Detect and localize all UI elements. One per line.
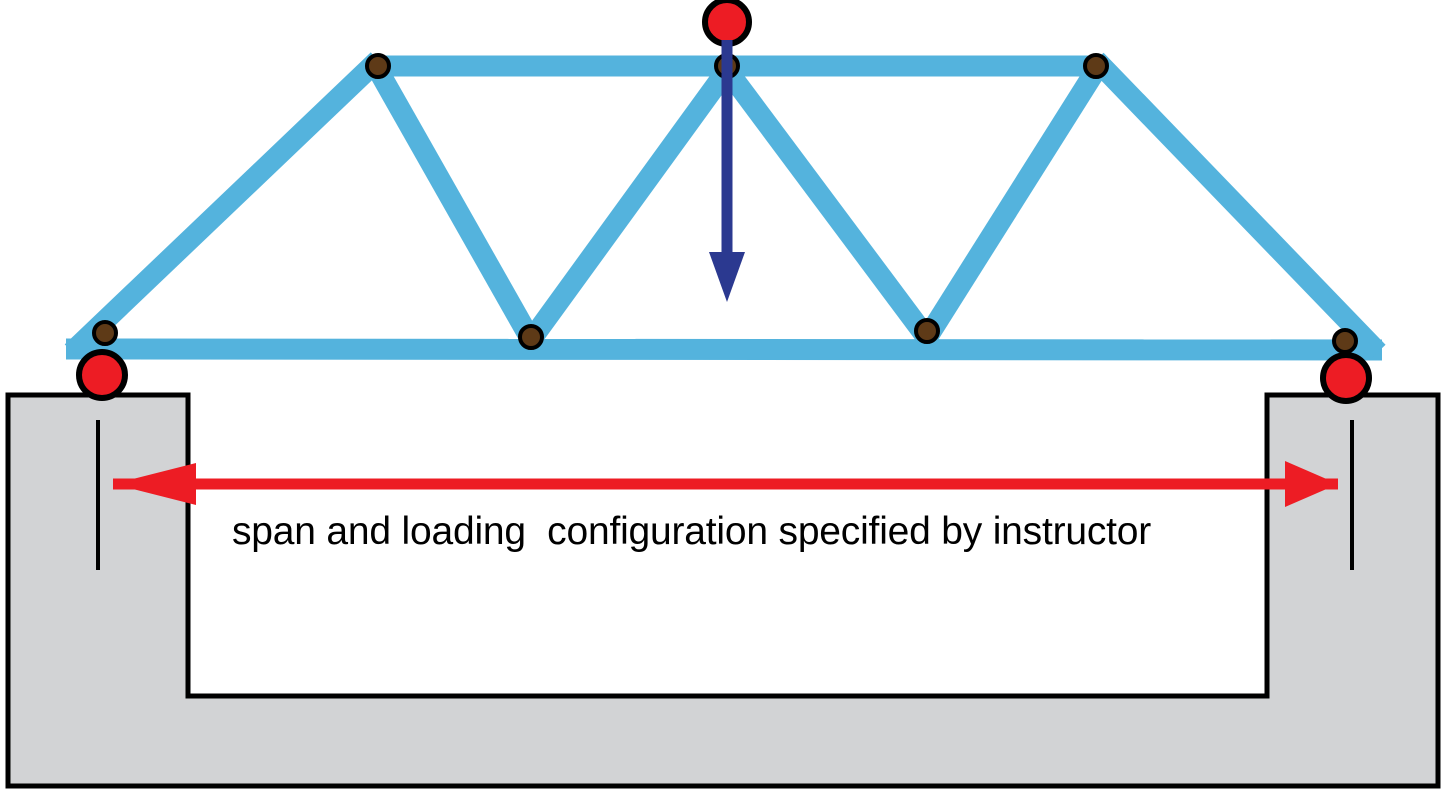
abutment-u-shape xyxy=(5,392,1441,789)
truss-member-diagonal-1 xyxy=(368,64,541,346)
truss-node-bottom-right[interactable] xyxy=(1332,328,1358,354)
supports-group xyxy=(76,349,1372,404)
truss-node-top-left[interactable] xyxy=(365,53,391,79)
abutment-group xyxy=(5,392,1441,789)
truss-node-bottom-panel-1[interactable] xyxy=(518,324,544,350)
span-configuration-caption: span and loading configuration specified… xyxy=(232,510,1152,553)
truss-member-bottom-chord xyxy=(65,338,1383,361)
truss-node-bottom-panel-2[interactable] xyxy=(914,318,940,344)
truss-member-diagonal-3 xyxy=(718,63,936,345)
truss-member-diagonal-2 xyxy=(522,63,736,347)
load-application-marker-icon[interactable] xyxy=(702,0,752,47)
truss-node-bottom-left[interactable] xyxy=(92,320,118,346)
truss-member-end-post-left xyxy=(64,52,386,360)
truss-members-group xyxy=(64,52,1386,361)
span-dimension-arrow xyxy=(113,461,1338,507)
span-dimension-arrowhead-right-icon xyxy=(1285,461,1338,507)
span-dimension-arrowhead-left-icon xyxy=(113,463,196,505)
roller-support-right-icon[interactable] xyxy=(1320,352,1372,404)
truss-member-end-post-right xyxy=(1088,52,1386,360)
truss-node-top-right[interactable] xyxy=(1083,53,1109,79)
roller-support-left-icon[interactable] xyxy=(76,349,128,401)
reference-ticks-group xyxy=(96,420,1354,570)
point-load-arrowhead-icon xyxy=(709,252,745,302)
truss-member-diagonal-4 xyxy=(918,64,1105,344)
